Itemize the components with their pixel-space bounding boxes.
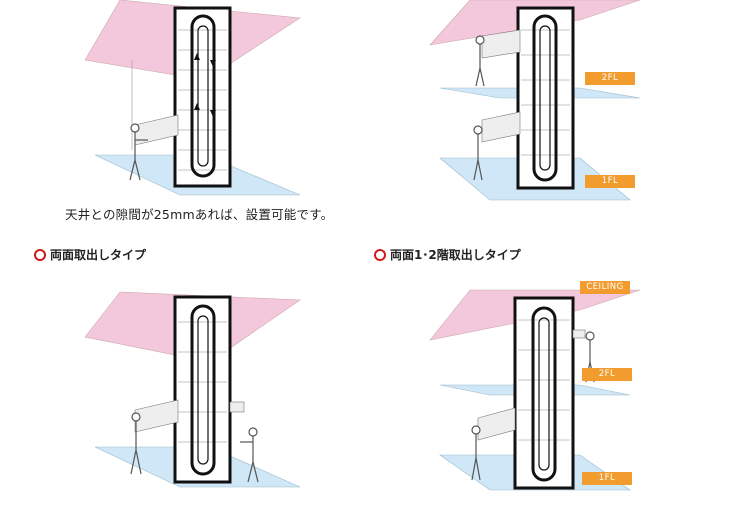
floor-tag-2fl: 2FL [585, 72, 635, 85]
illustration-both-sides-two-floors [429, 289, 641, 491]
diagram-both-sides-two-floors [429, 289, 641, 495]
floor-tag-1fl: 1FL [582, 472, 632, 485]
section-heading-label: 両面1･2階取出しタイプ [390, 248, 521, 262]
installation-note: 天井との隙間が25mmあれば、設置可能です。 [65, 207, 334, 222]
ring-icon [374, 248, 386, 261]
lift-frame [173, 295, 232, 484]
ring-icon [34, 248, 46, 261]
illustration-single-side [84, 0, 301, 196]
person-figure-left [130, 412, 142, 475]
conveyor-loop [531, 306, 557, 482]
person-figure-lower-left [471, 425, 481, 481]
diagram-single-side [84, 0, 301, 200]
diagram-two-floors [429, 0, 641, 201]
floor-tag-2fl: 2FL [582, 368, 632, 381]
lift-frame [516, 6, 575, 190]
conveyor-loop [190, 304, 216, 476]
person-figure-lower [473, 125, 483, 181]
section-heading-label: 両面取出しタイプ [50, 248, 147, 262]
section-heading-both-sides: 両面取出しタイプ [34, 246, 146, 263]
diagram-both-sides [84, 291, 301, 492]
person-figure-right [240, 427, 259, 483]
illustration-two-floors [429, 0, 641, 201]
conveyor-loop [190, 14, 216, 178]
person-figure [129, 123, 148, 181]
person-figure-upper [475, 35, 485, 87]
lift-frame [513, 296, 575, 490]
floor-tag-ceiling: CEILING [580, 281, 630, 294]
lift-frame [173, 6, 232, 188]
floor-tag-1fl: 1FL [585, 175, 635, 188]
conveyor-loop [532, 14, 558, 182]
section-heading-two-floors: 両面1･2階取出しタイプ [374, 246, 521, 263]
illustration-both-sides [84, 291, 301, 488]
